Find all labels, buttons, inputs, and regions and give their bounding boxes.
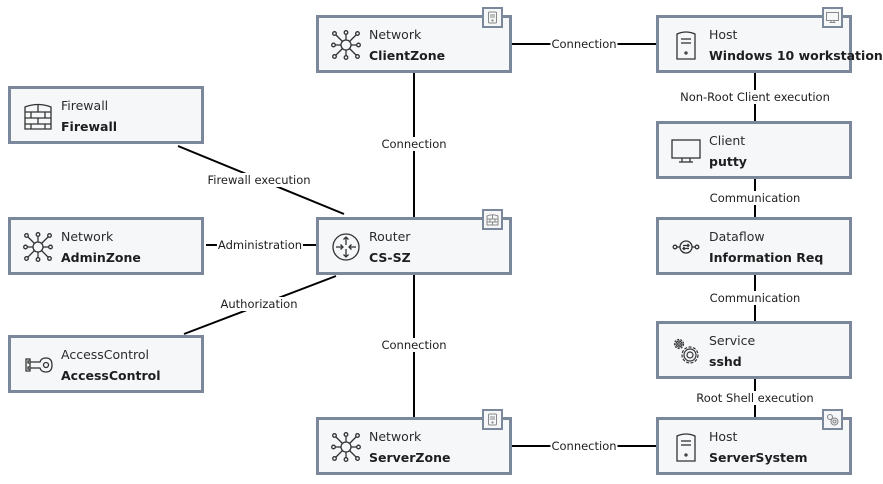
node-firewall[interactable]: Firewall Firewall [8, 86, 204, 144]
node-type: Firewall [61, 98, 109, 113]
edge-label: Connection [550, 37, 618, 51]
edge-label: Communication [708, 291, 802, 305]
node-adminzone[interactable]: Network AdminZone [8, 217, 204, 275]
monitor-icon [671, 139, 701, 163]
node-name: AccessControl [61, 368, 161, 383]
network-icon [23, 232, 53, 262]
network-icon [331, 30, 361, 60]
edge-label: Root Shell execution [695, 391, 815, 405]
node-service[interactable]: Service sshd [656, 321, 852, 379]
edge-label: Firewall execution [206, 173, 312, 187]
node-name: ServerSystem [709, 450, 808, 465]
gears-badge-icon [822, 409, 843, 430]
host-badge-icon [482, 409, 503, 430]
node-host-server[interactable]: Host ServerSystem [656, 409, 852, 475]
edge-label: Non-Root Client execution [679, 90, 831, 104]
node-name: CS-SZ [369, 250, 411, 265]
node-type: Host [709, 429, 738, 444]
node-type: Dataflow [709, 229, 765, 244]
firewall-icon [24, 103, 52, 130]
firewall-badge-icon [482, 209, 503, 230]
host-icon [676, 433, 696, 462]
node-type: Network [61, 229, 114, 244]
node-serverzone[interactable]: Network ServerZone [316, 409, 512, 475]
node-host-windows[interactable]: Host Windows 10 workstation [656, 7, 883, 73]
node-name: ClientZone [369, 48, 446, 63]
host-badge-icon [482, 7, 503, 28]
edge-label: Connection [550, 439, 618, 453]
gears-icon [673, 338, 699, 364]
node-type: Host [709, 27, 738, 42]
node-name: sshd [709, 354, 742, 369]
node-type: Network [369, 27, 422, 42]
monitor-badge-icon [822, 7, 843, 28]
node-type: Service [709, 333, 756, 348]
node-name: putty [709, 154, 747, 169]
node-router[interactable]: Router CS-SZ [316, 209, 512, 275]
edge-label: Authorization [219, 297, 299, 311]
node-type: Network [369, 429, 422, 444]
node-name: Firewall [61, 119, 118, 134]
edge-label: Communication [708, 191, 802, 205]
node-clientzone[interactable]: Network ClientZone [316, 7, 512, 73]
edge-label: Connection [380, 338, 448, 352]
node-type: AccessControl [61, 347, 149, 362]
node-type: Router [369, 229, 411, 244]
dataflow-icon [672, 240, 700, 254]
network-icon [331, 432, 361, 462]
node-type: Client [709, 133, 746, 148]
node-name: Windows 10 workstation [709, 48, 883, 63]
node-accesscontrol[interactable]: AccessControl AccessControl [8, 335, 204, 393]
node-name: ServerZone [369, 450, 451, 465]
host-icon [676, 31, 696, 60]
node-dataflow[interactable]: Dataflow Information Req [656, 217, 852, 275]
node-name: AdminZone [61, 250, 141, 265]
router-icon [332, 233, 360, 261]
edge-label: Administration [216, 238, 304, 252]
node-client[interactable]: Client putty [656, 121, 852, 179]
node-name: Information Req [709, 250, 824, 265]
edge-label: Connection [380, 137, 448, 151]
key-icon [25, 357, 53, 373]
